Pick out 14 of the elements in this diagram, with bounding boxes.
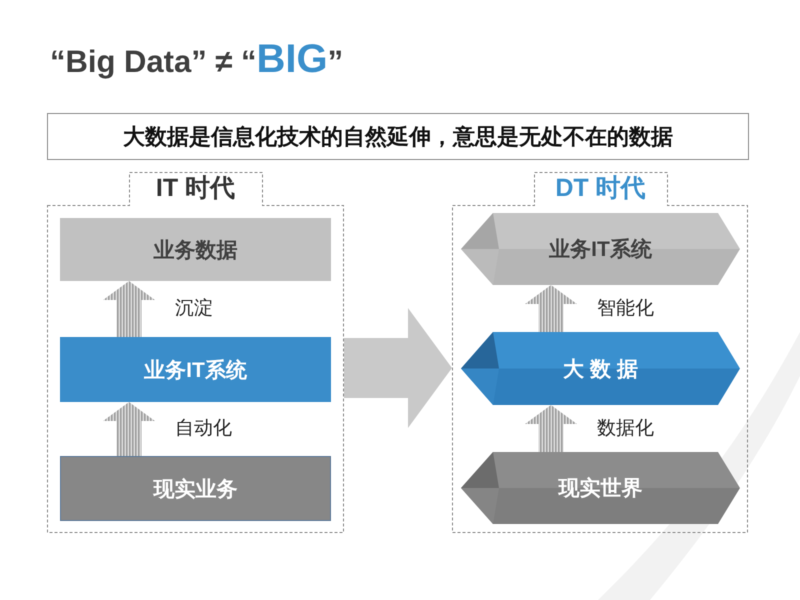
block-arrow bbox=[525, 285, 577, 332]
tabbed-panel bbox=[47, 172, 344, 533]
banner-box: 大数据是信息化技术的自然延伸，意思是无处不在的数据 bbox=[47, 113, 749, 160]
slide-title: “Big Data” ≠ “BIG” bbox=[50, 36, 344, 83]
block-arrow bbox=[103, 402, 155, 456]
block-arrow bbox=[344, 308, 452, 428]
block-arrow bbox=[103, 281, 155, 337]
layer-box: 现实业务 bbox=[60, 456, 331, 521]
panel-heading: IT 时代 bbox=[154, 173, 236, 204]
layer-box: 业务IT系统 bbox=[60, 337, 331, 402]
panel-heading: DT 时代 bbox=[554, 173, 647, 204]
layer-box: 业务数据 bbox=[60, 218, 331, 281]
tabbed-panel bbox=[452, 172, 748, 533]
block-arrow bbox=[525, 405, 577, 452]
